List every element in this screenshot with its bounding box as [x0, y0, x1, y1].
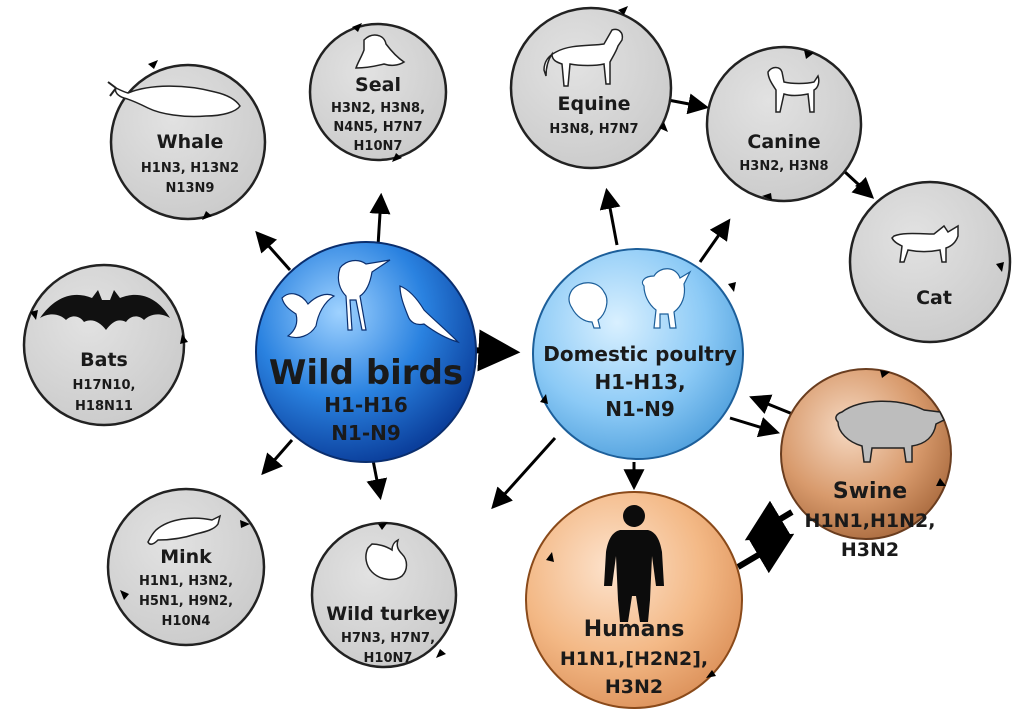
bats-subtypes-1: H17N10,	[73, 378, 136, 393]
humans-name: Humans	[584, 617, 685, 642]
wild-birds-name: Wild birds	[269, 353, 463, 393]
whale-subtypes-2: N13N9	[166, 181, 215, 196]
arrow-humans-to-swine	[738, 538, 787, 567]
node-mink: Mink H1N1, H3N2, H5N1, H9N2, H10N4	[108, 489, 264, 645]
node-domestic-poultry: Domestic poultry H1-H13, N1-N9	[533, 249, 743, 459]
arrow-equine-to-canine	[668, 100, 705, 107]
node-seal: Seal H3N2, H3N8, N4N5, H7N7 H10N7	[310, 24, 446, 160]
swine-subtypes-1: H1N1,H1N2,	[805, 510, 936, 532]
node-cat: Cat	[850, 182, 1010, 342]
seal-subtypes-1: H3N2, H3N8,	[331, 101, 425, 116]
domestic-poultry-name: Domestic poultry	[543, 342, 737, 366]
equine-subtypes-1: H3N8, H7N7	[549, 122, 638, 137]
humans-subtypes-2: H3N2	[605, 676, 663, 698]
node-swine: Swine H1N1,H1N2, H3N2	[781, 369, 951, 561]
node-bats: Bats H17N10, H18N11	[24, 265, 184, 425]
wild-turkey-subtypes-1: H7N3, H7N7,	[341, 631, 435, 646]
mink-subtypes-3: H10N4	[162, 614, 211, 629]
wild-turkey-subtypes-2: H10N7	[364, 651, 413, 666]
wild-birds-subtypes-1: H1-H16	[324, 393, 408, 417]
canine-subtypes-1: H3N2, H3N8	[739, 159, 828, 174]
node-equine: Equine H3N8, H7N7	[511, 8, 671, 168]
canine-name: Canine	[747, 131, 820, 153]
node-wild-turkey: Wild turkey H7N3, H7N7, H10N7	[312, 523, 456, 667]
arrow-poultry-to-lowerleft	[494, 438, 555, 506]
arrow-poultry-to-swine	[730, 418, 776, 432]
bats-subtypes-2: H18N11	[75, 399, 133, 414]
mink-subtypes-1: H1N1, H3N2,	[139, 574, 233, 589]
wild-birds-subtypes-2: N1-N9	[331, 421, 401, 445]
seal-name: Seal	[355, 74, 401, 96]
node-whale: Whale H1N3, H13N2 N13N9	[108, 65, 265, 219]
bats-name: Bats	[80, 349, 128, 371]
node-canine: Canine H3N2, H3N8	[707, 47, 861, 201]
swine-name: Swine	[833, 479, 907, 504]
whale-name: Whale	[157, 131, 224, 153]
arrow-swine-to-humans	[752, 512, 792, 536]
arrow-wildbirds-to-mink	[264, 440, 292, 472]
arrow-wildbirds-to-whale	[258, 234, 290, 270]
seal-subtypes-3: H10N7	[354, 139, 403, 154]
arrow-wildbirds-to-seal	[378, 197, 381, 246]
node-wild-birds: Wild birds H1-H16 N1-N9	[256, 242, 476, 462]
seal-subtypes-2: N4N5, H7N7	[333, 120, 422, 135]
equine-name: Equine	[557, 93, 630, 115]
domestic-poultry-subtypes-1: H1-H13,	[594, 370, 685, 394]
mink-name: Mink	[160, 546, 212, 568]
arrow-poultry-to-canine	[700, 222, 728, 262]
swine-subtypes-2: H3N2	[841, 539, 899, 561]
humans-subtypes-1: H1N1,[H2N2],	[560, 648, 708, 670]
mink-subtypes-2: H5N1, H9N2,	[139, 594, 233, 609]
wild-turkey-name: Wild turkey	[326, 603, 450, 625]
domestic-poultry-subtypes-2: N1-N9	[605, 397, 675, 421]
arrow-poultry-to-equine	[607, 192, 617, 245]
whale-subtypes-1: H1N3, H13N2	[141, 161, 239, 176]
cat-name: Cat	[916, 287, 952, 309]
